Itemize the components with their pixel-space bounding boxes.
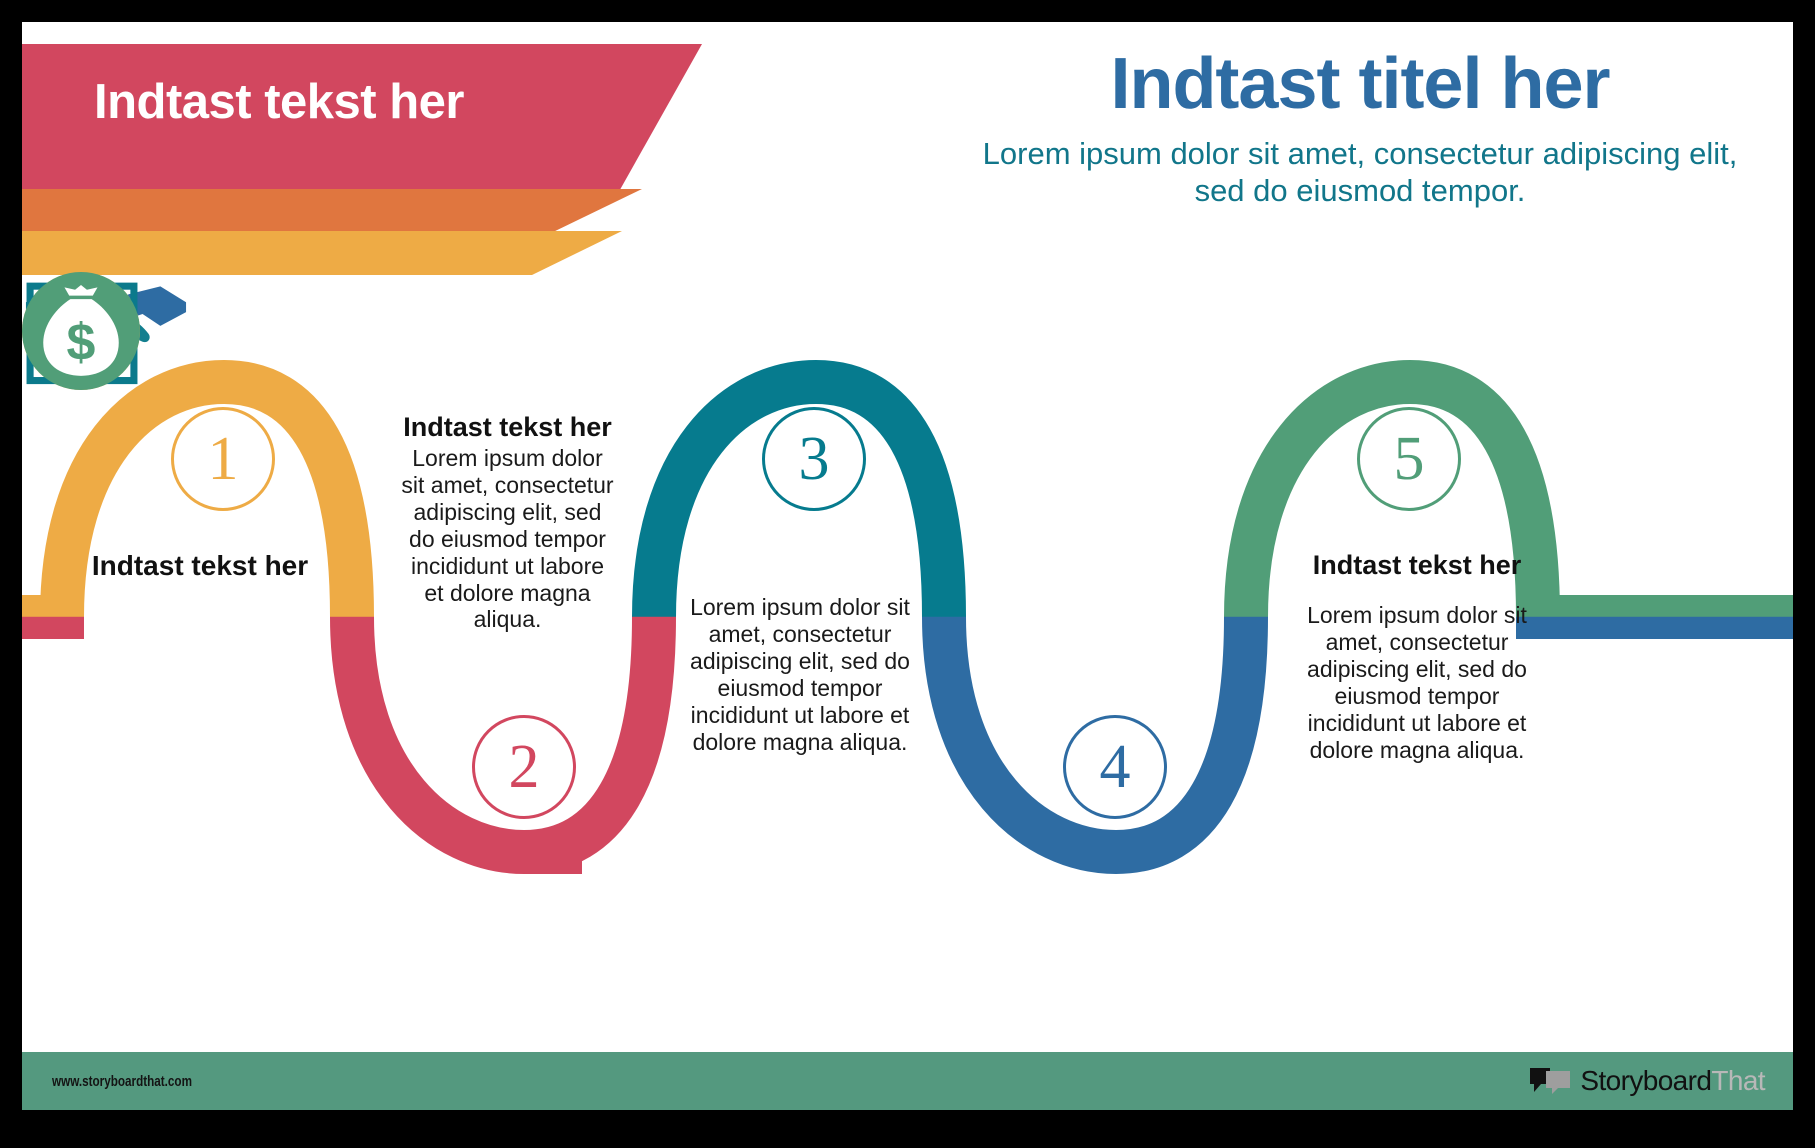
step-number-5[interactable]: 5 [1357,407,1461,511]
step-number-1[interactable]: 1 [171,407,275,511]
step-number-2[interactable]: 2 [472,715,576,819]
step-number-3[interactable]: 3 [762,407,866,511]
step-2-heading: Indtast tekst her [403,412,612,442]
page-subtitle: Lorem ipsum dolor sit amet, consectetur … [982,136,1738,208]
step-3-body: Lorem ipsum dolor sit amet, consectetur … [690,594,910,755]
step-1-text-block: Indtast tekst her [60,550,340,582]
wave-path-svg [22,359,1793,874]
step-1-heading: Indtast tekst her [91,550,309,581]
step-5-text-block: Lorem ipsum dolor sit amet, consectetur … [1292,600,1542,763]
wave-segment-3-4 [815,360,1117,874]
wave-segment-4-5 [1115,359,1793,874]
storyboardthat-logo[interactable]: StoryboardThat [1529,1065,1766,1097]
wave-segment-1-2 [22,359,582,874]
ribbon-red [22,44,702,189]
ribbon-yellow [22,231,622,275]
footer-bar: www.storyboardthat.com StoryboardThat [22,1052,1793,1110]
logo-word-primary: Storyboard [1580,1065,1712,1096]
wave-segment-2-3 [523,360,817,874]
step-3-text-block: Lorem ipsum dolor sit amet, consectetur … [690,592,910,755]
header-title-block: Indtast titel her Lorem ipsum dolor sit … [965,48,1755,209]
footer-url[interactable]: www.storyboardthat.com [52,1072,192,1090]
step-5-heading-block: Indtast tekst her [1287,550,1547,581]
speech-bubbles-icon [1530,1068,1571,1094]
ribbon-label: Indtast tekst her [94,75,464,129]
logo-wordmark: StoryboardThat [1580,1065,1765,1097]
svg-text:$: $ [67,313,96,371]
timeline-stage: 1 2 3 4 5 Indtast tekst her Indtast teks… [22,272,1793,1062]
infographic-poster: Indtast tekst her Indtast titel her Lore… [22,22,1793,1110]
header-ribbon-group: Indtast tekst her [22,22,782,282]
logo-word-secondary: That [1711,1065,1765,1096]
step-2-body: Lorem ipsum dolor sit amet, consectetur … [401,445,614,633]
page-title: Indtast titel her [1110,44,1610,124]
step-2-text-block: Indtast tekst her Lorem ipsum dolor sit … [400,412,615,633]
ribbon-orange [22,189,642,231]
step-5-body: Lorem ipsum dolor sit amet, consectetur … [1307,602,1527,763]
step-5-heading: Indtast tekst her [1312,550,1522,580]
money-bag-icon: $ [22,272,140,390]
step-number-4[interactable]: 4 [1063,715,1167,819]
